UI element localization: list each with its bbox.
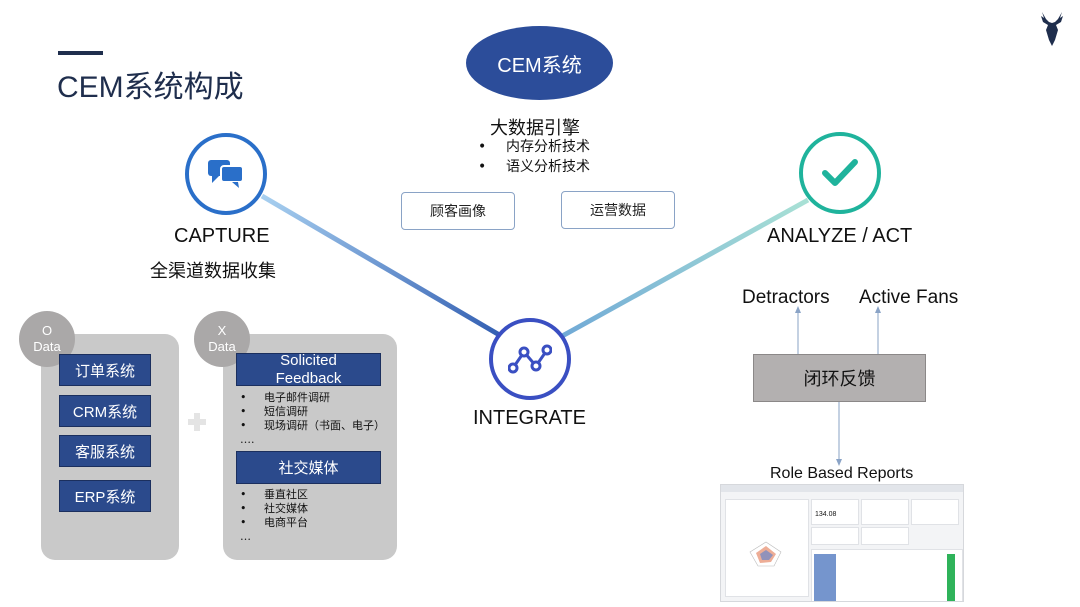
engine-bullet: •语义分析技术 bbox=[478, 159, 590, 175]
report-header-bar bbox=[721, 485, 963, 492]
erp-system-box: ERP系统 bbox=[59, 480, 151, 512]
analyze-to-integrate-line bbox=[553, 197, 810, 343]
integrate-label: INTEGRATE bbox=[473, 407, 586, 429]
report-card bbox=[725, 499, 809, 597]
social-media-box: 社交媒体 bbox=[236, 451, 381, 484]
capture-to-integrate-line bbox=[260, 193, 510, 343]
list-more: …. bbox=[240, 433, 255, 446]
report-card bbox=[911, 499, 959, 525]
engine-title: 大数据引擎 bbox=[490, 118, 580, 139]
capture-label: CAPTURE bbox=[174, 225, 270, 247]
solicited-list: •电子邮件调研 •短信调研 •现场调研（书面、电子） …. bbox=[240, 391, 385, 447]
operations-data-pill: 运营数据 bbox=[561, 191, 675, 229]
arrowhead-detractors bbox=[795, 306, 801, 313]
report-table-blue-column bbox=[814, 554, 836, 601]
chat-bubbles-icon bbox=[208, 160, 244, 188]
capture-circle bbox=[185, 133, 267, 215]
report-metric-value: 134.08 bbox=[815, 511, 837, 518]
closed-loop-box: 闭环反馈 bbox=[753, 354, 926, 402]
social-list: •垂直社区 •社交媒体 •电商平台 … bbox=[240, 488, 308, 544]
list-item: •电子邮件调研 bbox=[240, 391, 330, 404]
customer-profile-pill: 顾客画像 bbox=[401, 192, 515, 230]
order-system-box: 订单系统 bbox=[59, 354, 151, 386]
service-system-box: 客服系统 bbox=[59, 435, 151, 467]
title-accent-bar bbox=[58, 51, 103, 55]
slide-title: CEM系统构成 bbox=[57, 71, 244, 104]
cem-system-oval: CEM系统 bbox=[466, 26, 613, 100]
list-more: … bbox=[240, 530, 251, 543]
report-card bbox=[811, 527, 859, 545]
integrate-circle bbox=[489, 318, 571, 400]
checkmark-icon bbox=[822, 159, 858, 186]
reports-label: Role Based Reports bbox=[770, 465, 914, 482]
engine-bullet-list: •内存分析技术 •语义分析技术 bbox=[478, 137, 590, 177]
list-item: •短信调研 bbox=[240, 405, 308, 418]
report-metric-card: 134.08 bbox=[811, 499, 859, 525]
deer-logo-icon bbox=[1041, 12, 1063, 46]
engine-bullet: •内存分析技术 bbox=[478, 139, 590, 155]
list-item: •垂直社区 bbox=[240, 488, 308, 501]
report-table-green-column bbox=[947, 554, 955, 601]
report-preview: 134.08 bbox=[720, 484, 964, 602]
list-item: •电商平台 bbox=[240, 516, 308, 529]
radar-chart-icon bbox=[749, 541, 782, 567]
connected-nodes-icon bbox=[508, 344, 552, 374]
arrowhead-active-fans bbox=[875, 306, 881, 313]
list-item: •现场调研（书面、电子） bbox=[240, 419, 385, 432]
crm-system-box: CRM系统 bbox=[59, 395, 151, 427]
plus-icon bbox=[188, 413, 206, 431]
report-card bbox=[861, 499, 909, 525]
active-fans-label: Active Fans bbox=[859, 287, 959, 308]
analyze-circle bbox=[799, 132, 881, 214]
capture-sublabel: 全渠道数据收集 bbox=[150, 261, 276, 282]
report-table bbox=[811, 549, 963, 601]
analyze-label: ANALYZE / ACT bbox=[767, 225, 913, 247]
detractors-label: Detractors bbox=[742, 287, 830, 308]
report-card bbox=[861, 527, 909, 545]
list-item: •社交媒体 bbox=[240, 502, 308, 515]
arrowhead-reports bbox=[836, 459, 842, 466]
